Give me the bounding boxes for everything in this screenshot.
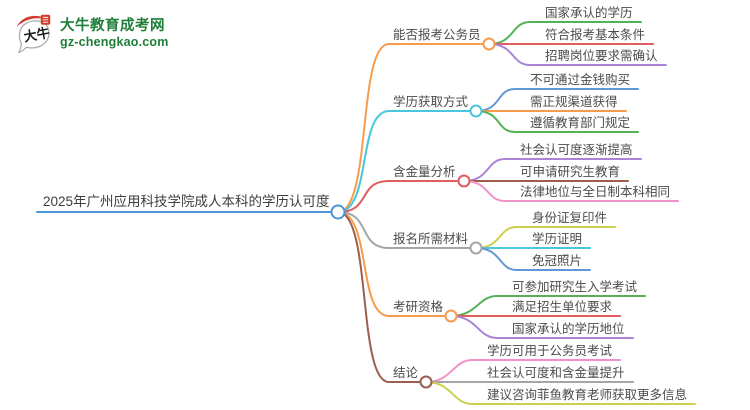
edge	[337, 211, 477, 249]
node-circle[interactable]	[482, 37, 496, 51]
central-topic[interactable]: 2025年广州应用科技学院成人本科的学历认可度	[43, 194, 330, 209]
branch-topic-6[interactable]: 结论	[393, 366, 419, 380]
subtopic-5-1[interactable]: 可参加研究生入学考试	[512, 280, 638, 294]
edge	[425, 381, 696, 405]
edge	[475, 247, 591, 271]
subtopic-3-3[interactable]: 法律地位与全日制本科相同	[520, 185, 671, 199]
branch-topic-4[interactable]: 报名所需材料	[393, 232, 469, 246]
subtopic-2-2[interactable]: 需正规渠道获得	[530, 95, 618, 109]
branch-topic-5[interactable]: 考研资格	[393, 300, 444, 314]
site-logo: 大牛 大牛教育成考网 gz-chengkao.com	[15, 9, 169, 53]
brand-url: gz-chengkao.com	[60, 35, 169, 49]
branch-topic-3[interactable]: 含金量分析	[393, 165, 456, 179]
edge	[475, 110, 639, 133]
node-circle[interactable]	[469, 241, 483, 255]
subtopic-3-1[interactable]: 社会认可度逐渐提高	[520, 143, 633, 157]
subtopic-6-3[interactable]: 建议咨询菲鱼教育老师获取更多信息	[487, 388, 688, 402]
node-circle[interactable]	[330, 204, 346, 220]
edge	[463, 180, 679, 202]
subtopic-4-1[interactable]: 身份证复印件	[532, 211, 608, 225]
bull-logo-icon: 大牛	[16, 14, 51, 53]
subtopic-2-3[interactable]: 遵循教育部门规定	[530, 116, 631, 130]
subtopic-3-2[interactable]: 可申请研究生教育	[520, 165, 621, 179]
bubble-text: 大牛	[22, 24, 51, 44]
subtopic-1-3[interactable]: 招聘岗位要求需确认	[545, 49, 658, 63]
edge	[337, 211, 452, 317]
edge	[337, 110, 477, 213]
edge	[337, 180, 465, 213]
subtopic-4-2[interactable]: 学历证明	[532, 232, 583, 246]
node-circle[interactable]	[444, 309, 458, 323]
node-circle[interactable]	[469, 104, 483, 118]
subtopic-1-2[interactable]: 符合报考基本条件	[545, 28, 646, 42]
subtopic-2-1[interactable]: 不可通过金钱购买	[530, 73, 631, 87]
speech-bubble	[17, 20, 50, 53]
subtopic-5-2[interactable]: 满足招生单位要求	[512, 300, 613, 314]
branch-topic-1[interactable]: 能否报考公务员	[393, 28, 481, 42]
node-circle[interactable]	[419, 375, 433, 389]
brand-title: 大牛教育成考网	[60, 18, 165, 34]
red-hat-arc	[16, 15, 50, 27]
subtopic-4-3[interactable]: 免冠照片	[532, 254, 583, 268]
subtopic-6-2[interactable]: 社会认可度和含金量提升	[487, 366, 625, 380]
subtopic-1-1[interactable]: 国家承认的学历	[545, 6, 633, 20]
edge	[488, 43, 667, 66]
subtopic-5-3[interactable]: 国家承认的学历地位	[512, 322, 625, 336]
edge	[337, 211, 427, 383]
edge	[337, 43, 490, 213]
seal-marks	[42, 16, 49, 23]
edge	[450, 315, 634, 339]
node-circle[interactable]	[457, 174, 471, 188]
branch-topic-2[interactable]: 学历获取方式	[393, 95, 469, 109]
subtopic-6-1[interactable]: 学历可用于公务员考试	[487, 344, 613, 358]
